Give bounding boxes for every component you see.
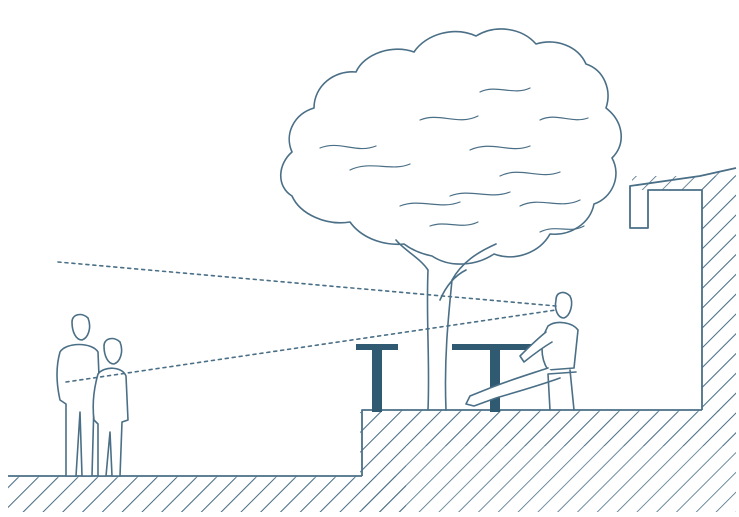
seated-head [555,293,571,318]
tree-trunk [396,240,496,410]
lower-ground-band [8,476,406,512]
table-right-leg [490,350,500,412]
terrace-hatching [362,410,736,446]
seated-person [466,293,578,410]
wall-hatching [702,176,736,412]
seated-legs [466,368,560,406]
table-left-top [356,344,398,350]
canopy-texture [320,88,588,232]
sightline-seated-to-distance [58,262,556,306]
sightlines [58,262,556,382]
seated-body [542,323,578,370]
table-right-top [452,344,536,350]
table-left-leg [372,350,382,412]
standing-people [57,315,128,476]
wall-top-hatching [632,176,702,190]
